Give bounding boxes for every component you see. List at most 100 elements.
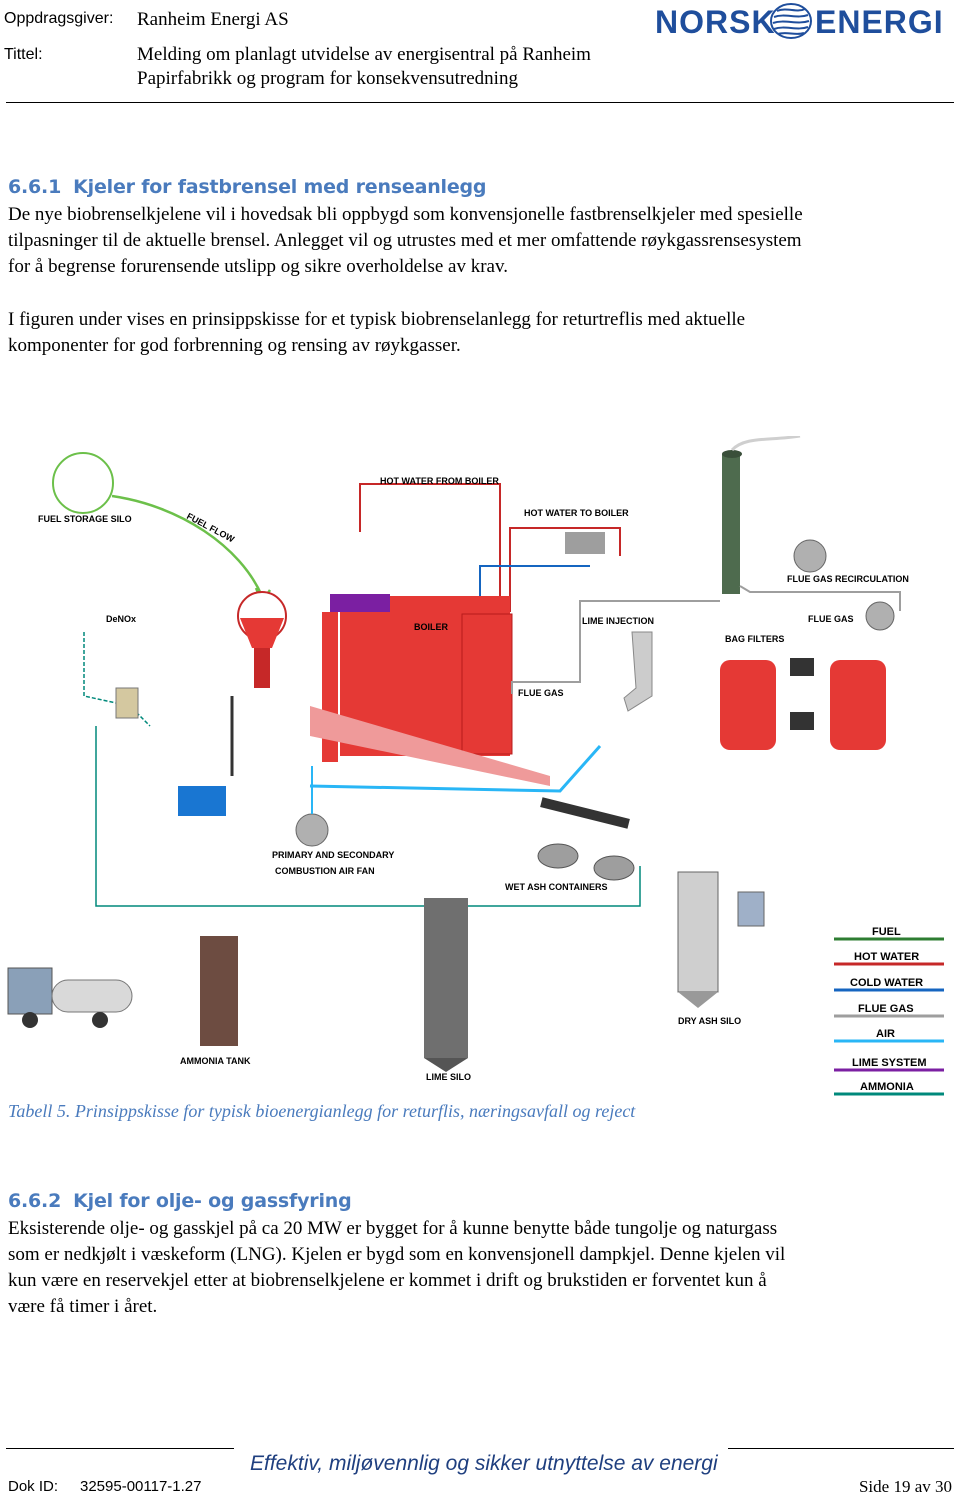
bag-filter-left	[720, 660, 776, 750]
hydraulic-unit	[178, 786, 226, 816]
figure-caption: Tabell 5. Prinsippskisse for typisk bioe…	[8, 1101, 636, 1121]
legend-label: LIME SYSTEM	[852, 1057, 927, 1069]
stack-plume	[730, 436, 801, 452]
paragraph-3: Eksisterende olje- og gasskjel på ca 20 …	[8, 1216, 956, 1320]
label-hot-water-to-boiler: HOT WATER TO BOILER	[524, 508, 629, 518]
label-ammonia-tank: AMMONIA TANK	[180, 1056, 251, 1066]
biofuel-plant-schematic: FUEL STORAGE SILO FUEL FLOW HOT WATER FR…	[7, 436, 944, 1096]
truck-wheel	[92, 1012, 108, 1028]
text-line: som er nedkjølt i væskeform (LNG). Kjele…	[8, 1244, 786, 1265]
legend-item-hot-water: HOT WATER	[834, 951, 944, 966]
paragraph-1: De nye biobrenselkjelene vil i hovedsak …	[8, 202, 956, 280]
fuel-storage-silo	[52, 452, 114, 514]
client-name: Ranheim Energi AS	[137, 9, 289, 30]
title-label: Tittel:	[4, 46, 43, 63]
label-lime-silo: LIME SILO	[426, 1072, 471, 1082]
client-label: Oppdragsgiver:	[4, 10, 114, 27]
document-title-line2: Papirfabrikk og program for konsekvensut…	[137, 68, 518, 89]
legend-item-air: AIR	[834, 1028, 944, 1043]
label-flue-gas-right: FLUE GAS	[808, 614, 854, 624]
flue-gas-stack	[722, 454, 740, 594]
document-title-line1: Melding om planlagt utvidelse av energis…	[137, 44, 591, 65]
svg-text:ENERGI: ENERGI	[815, 4, 944, 40]
footer-slogan: Effektiv, miljøvennlig og sikker utnytte…	[250, 1452, 718, 1475]
combustion-air-fan	[295, 813, 329, 847]
svg-text:NORSK: NORSK	[655, 4, 776, 40]
legend-label: FUEL	[872, 926, 901, 938]
truck-cab	[7, 967, 53, 1015]
ash-screw-conveyor	[540, 797, 630, 829]
fuel-chute	[254, 648, 270, 688]
filter-connector-top	[790, 658, 814, 676]
label-denox: DeNOx	[106, 614, 136, 624]
stack-top	[722, 450, 742, 458]
text-line: være få timer i året.	[8, 1296, 158, 1317]
hot-water-from-boiler-line	[359, 483, 501, 612]
boiler-top-header	[330, 594, 390, 612]
footer-divider-right	[728, 1448, 954, 1449]
text-line: for å begrense forurensende utslipp og s…	[8, 256, 508, 277]
recirculation-fan	[793, 539, 827, 573]
section-number: 6.6.2	[8, 1190, 62, 1212]
dry-ash-silo-cone	[678, 992, 718, 1008]
label-dry-ash-silo: DRY ASH SILO	[678, 1016, 741, 1026]
flue-gas-fan	[865, 601, 895, 631]
section-heading-6-6-2: 6.6.2 Kjel for olje- og gassfyring	[8, 1190, 352, 1212]
label-flue-gas-recirculation: FLUE GAS RECIRCULATION	[787, 574, 909, 584]
label-bag-filters: BAG FILTERS	[725, 634, 784, 644]
label-hot-water-from-boiler: HOT WATER FROM BOILER	[380, 476, 499, 486]
text-line: kun være en reservekjel etter at biobren…	[8, 1270, 767, 1291]
fuel-hopper	[240, 618, 284, 648]
label-boiler: BOILER	[414, 622, 449, 632]
page-number: Side 19 av 30	[858, 1477, 952, 1496]
ash-filter-unit	[737, 891, 765, 927]
section-heading-6-6-1: 6.6.1 Kjeler for fastbrensel med renseanl…	[8, 176, 487, 198]
label-fuel-flow: FUEL FLOW	[185, 511, 236, 545]
legend-label: COLD WATER	[850, 977, 923, 989]
section-number: 6.6.1	[8, 176, 62, 198]
wet-ash-container-1	[537, 843, 579, 869]
hot-water-to-boiler-line	[509, 527, 621, 612]
bag-filter-right	[830, 660, 886, 750]
grate	[310, 706, 550, 786]
flue-gas-duct	[511, 600, 720, 694]
truck-wheel	[22, 1012, 38, 1028]
footer-divider-left	[6, 1448, 234, 1449]
label-lime-injection: LIME INJECTION	[582, 616, 654, 626]
figure-legend: FUEL HOT WATER COLD WATER FLUE GAS AIR L…	[834, 926, 944, 1096]
text-line: tilpasninger til de aktuelle brensel. An…	[8, 230, 802, 251]
legend-item-cold-water: COLD WATER	[834, 977, 944, 992]
recirculation-line	[739, 585, 901, 611]
doc-id: 32595-00117-1.27	[80, 1478, 202, 1495]
text-line: I figuren under vises en prinsippskisse …	[8, 309, 746, 330]
norsk-energi-logo: NORSK ENERGI	[655, 3, 944, 40]
legend-label: AIR	[876, 1028, 895, 1040]
label-flue-gas-boiler: FLUE GAS	[518, 688, 564, 698]
ammonia-tank	[200, 936, 238, 1046]
boiler-convection-pass	[461, 613, 513, 755]
legend-item-flue-gas: FLUE GAS	[834, 1003, 944, 1018]
legend-item-ammonia: AMMONIA	[834, 1081, 944, 1096]
lime-silo-cone	[424, 1058, 468, 1072]
section-title: Kjel for olje- og gassfyring	[73, 1190, 352, 1212]
doc-id-label: Dok ID:	[8, 1478, 59, 1495]
legend-label: HOT WATER	[854, 951, 919, 963]
dry-ash-silo	[677, 871, 719, 993]
label-primary-secondary-2: COMBUSTION AIR FAN	[275, 866, 375, 876]
denox-cabinet	[115, 687, 139, 719]
header-divider	[6, 102, 954, 103]
legend-item-fuel: FUEL	[834, 926, 944, 941]
paragraph-2: I figuren under vises en prinsippskisse …	[8, 307, 956, 359]
section-title: Kjeler for fastbrensel med renseanlegg	[73, 176, 487, 198]
truck-tank	[51, 979, 133, 1013]
text-line: De nye biobrenselkjelene vil i hovedsak …	[8, 204, 803, 225]
text-line: Eksisterende olje- og gasskjel på ca 20 …	[8, 1218, 778, 1239]
label-primary-secondary-1: PRIMARY AND SECONDARY	[272, 850, 394, 860]
label-wet-ash: WET ASH CONTAINERS	[505, 882, 608, 892]
fuel-flow-arrow	[111, 494, 264, 597]
ammonia-line	[95, 726, 641, 907]
legend-label: AMMONIA	[860, 1081, 914, 1093]
legend-item-lime-system: LIME SYSTEM	[834, 1057, 944, 1072]
filter-connector-bottom	[790, 712, 814, 730]
lime-injection-duct	[623, 631, 653, 712]
